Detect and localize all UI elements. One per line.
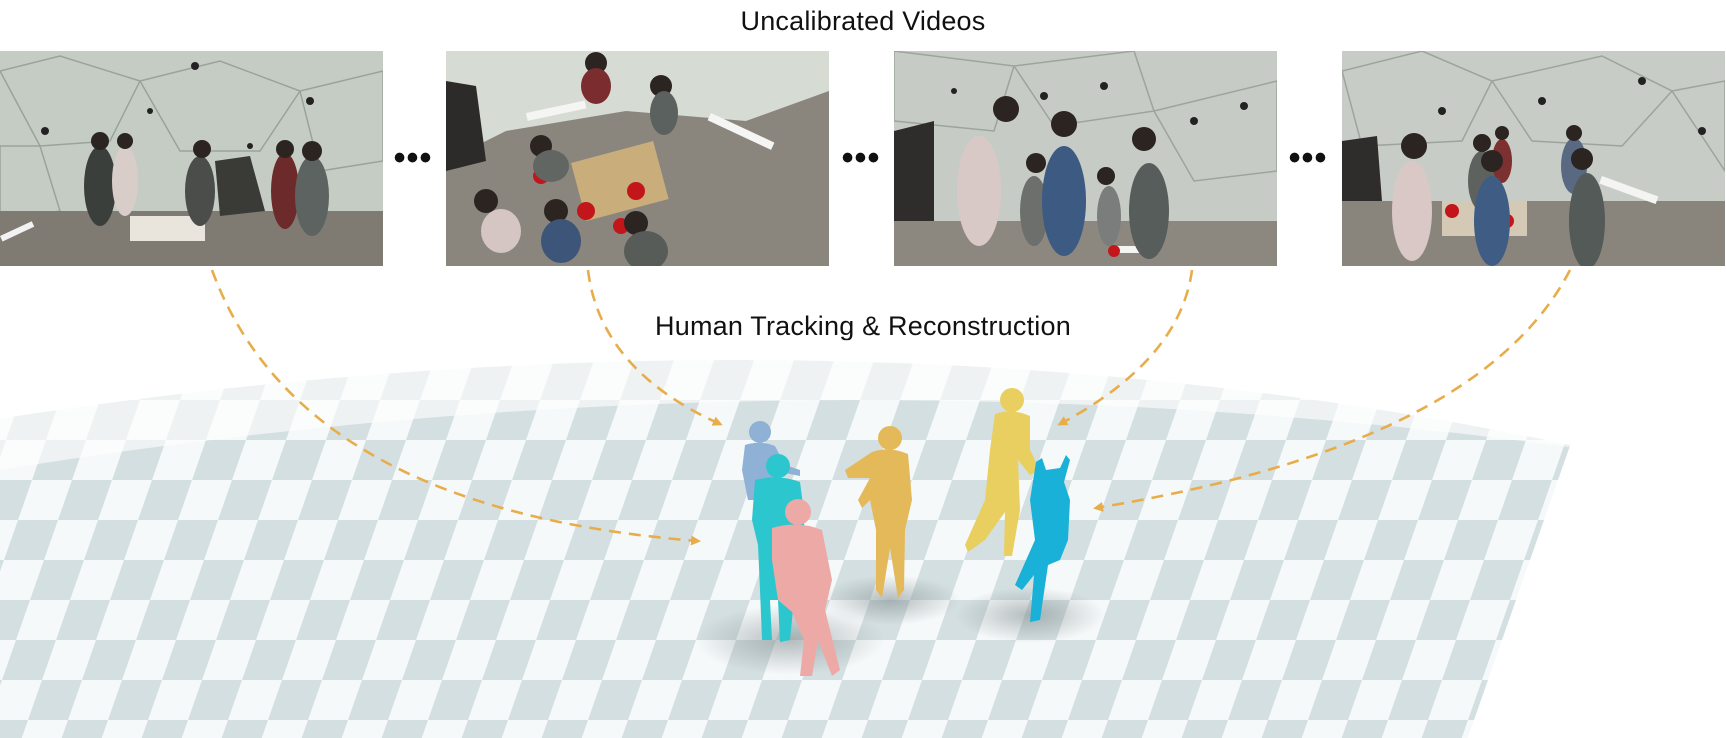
video-frame-3 bbox=[894, 51, 1277, 266]
video-frame-2 bbox=[446, 51, 829, 266]
human-mesh-pink bbox=[772, 499, 840, 676]
arrow-from-frame-3 bbox=[1057, 269, 1194, 426]
reconstruction-scene bbox=[0, 340, 1726, 738]
checkerboard-floor bbox=[0, 360, 1571, 738]
ellipsis-separator: ••• bbox=[393, 139, 433, 177]
human-mesh-yellow bbox=[965, 388, 1040, 556]
human-mesh-cyan bbox=[1015, 455, 1070, 622]
ellipsis-separator: ••• bbox=[841, 139, 881, 177]
arrow-from-frame-2 bbox=[586, 269, 723, 426]
human-tracking-reconstruction-heading: Human Tracking & Reconstruction bbox=[655, 311, 1071, 341]
human-mesh-gold bbox=[845, 426, 912, 598]
arrow-from-frame-1 bbox=[210, 269, 701, 546]
arrow-from-frame-4 bbox=[1093, 269, 1572, 512]
uncalibrated-videos-heading: Uncalibrated Videos bbox=[740, 6, 986, 36]
ellipsis-separator: ••• bbox=[1288, 139, 1328, 177]
video-frame-4 bbox=[1342, 51, 1725, 266]
video-frame-1 bbox=[0, 51, 383, 266]
